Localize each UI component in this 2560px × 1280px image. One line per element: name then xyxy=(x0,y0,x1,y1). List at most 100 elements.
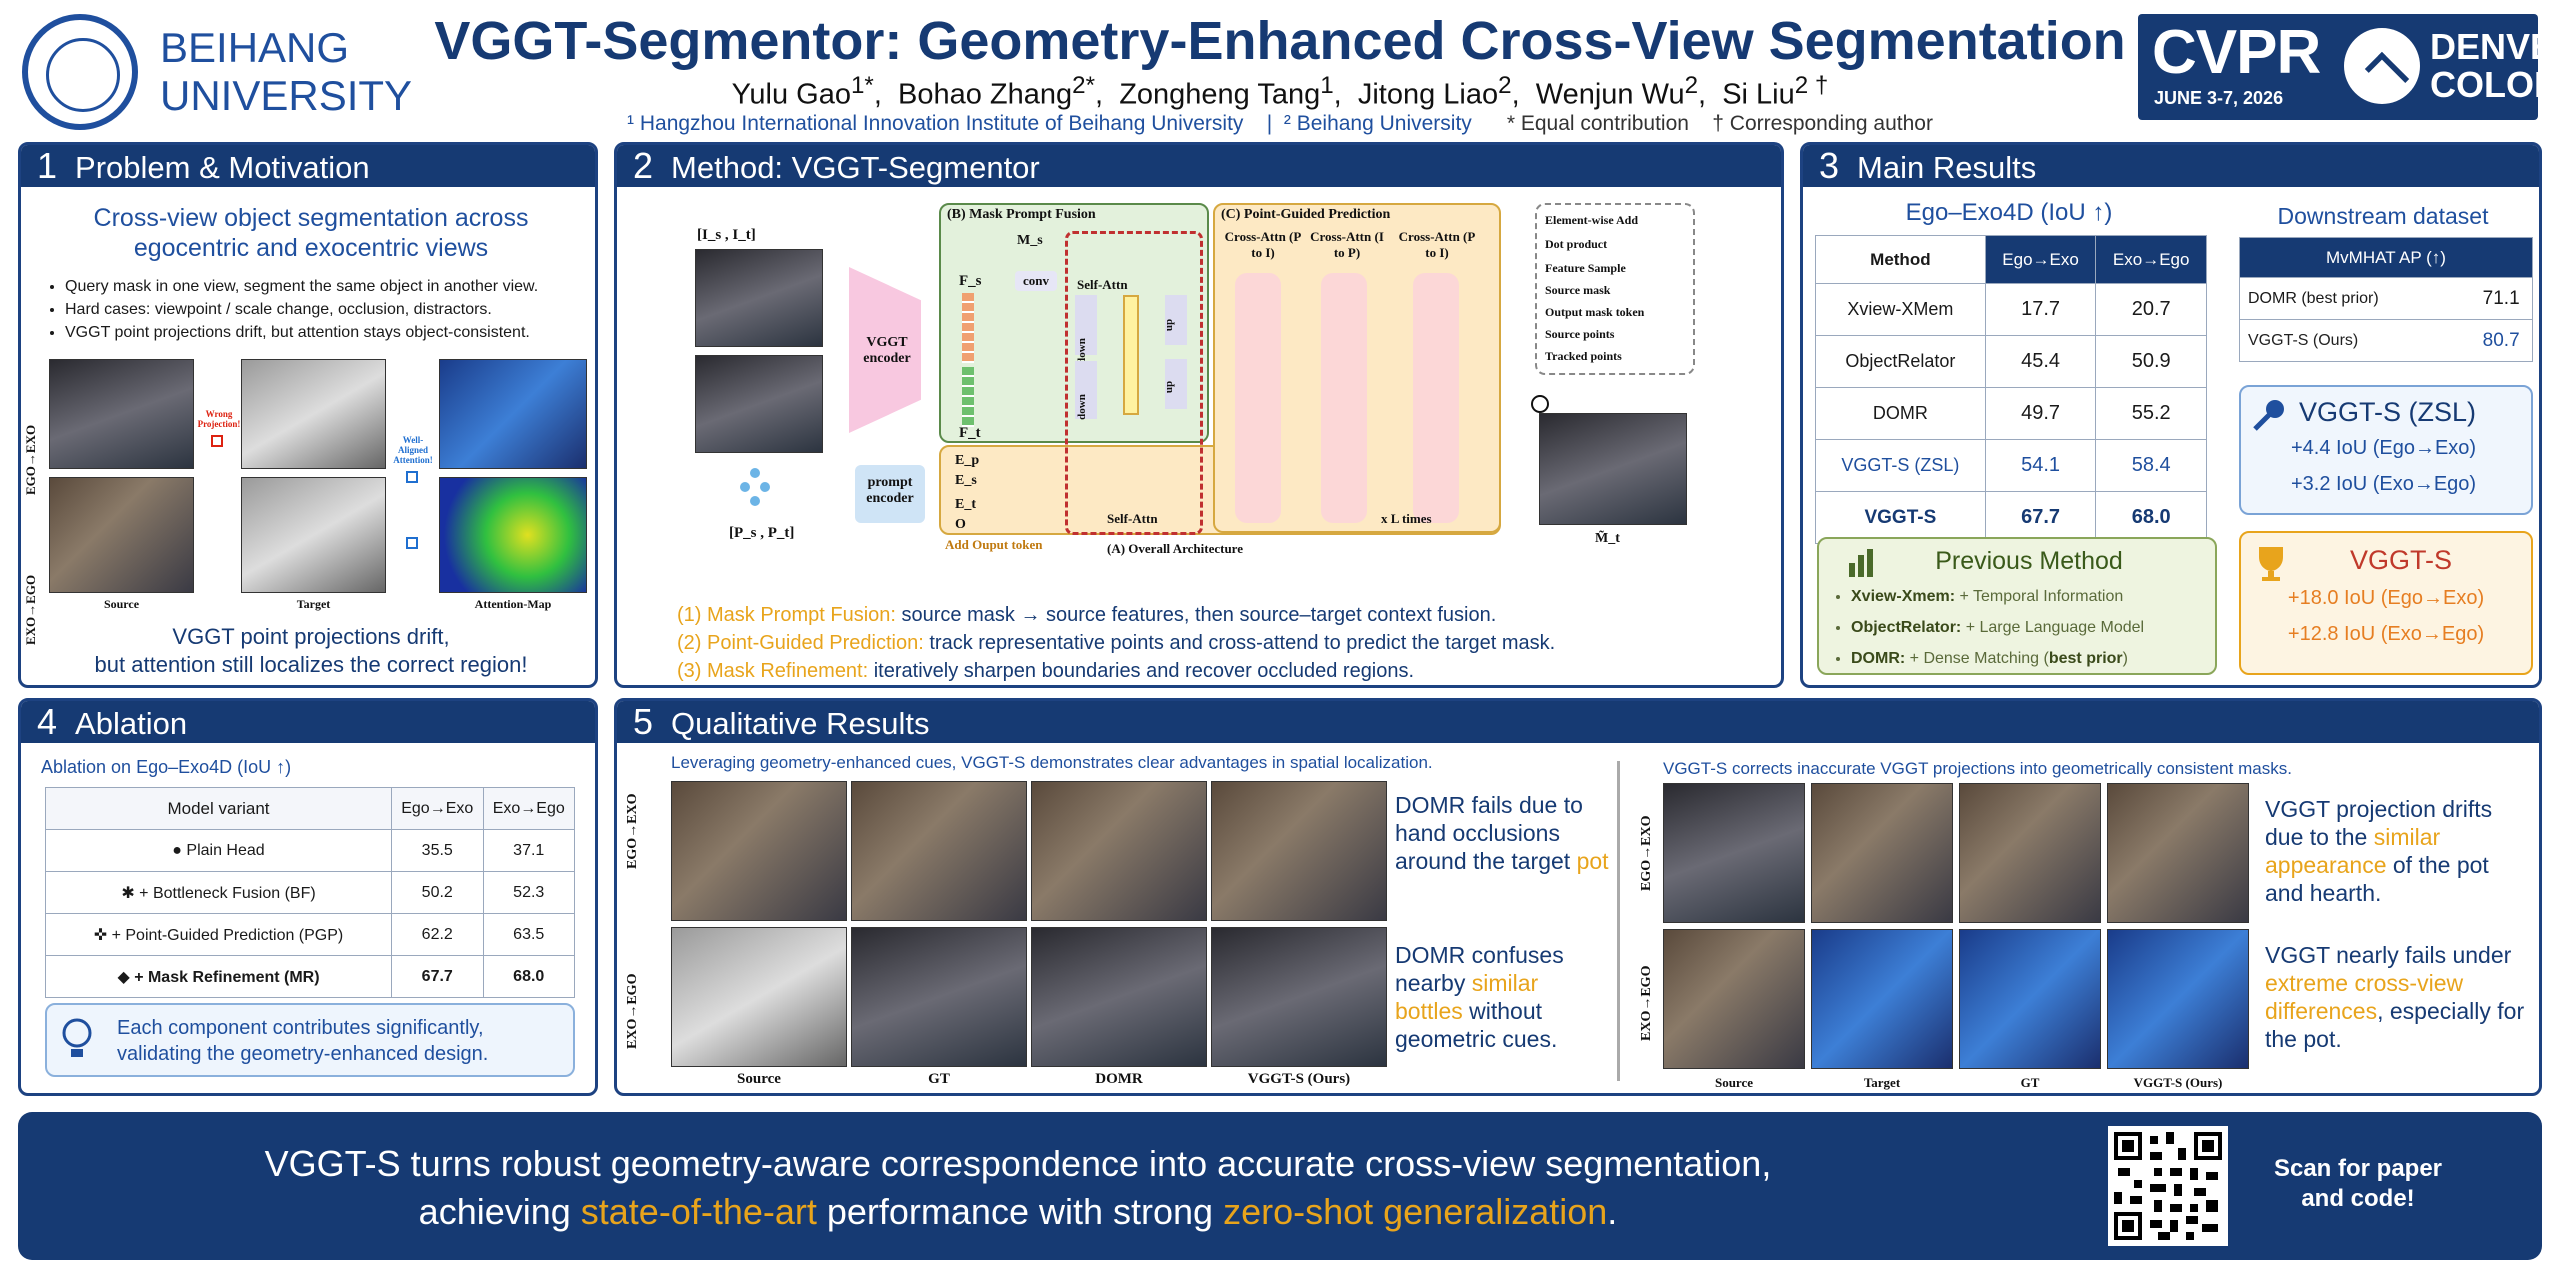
qualitative-image xyxy=(1811,929,1953,1069)
author: Si Liu xyxy=(1722,78,1795,111)
qualitative-image xyxy=(671,927,847,1067)
previous-method-title: Previous Method xyxy=(1935,547,2123,575)
cross-attn-label: Cross-Attn (I to P) xyxy=(1310,229,1384,260)
dot-product-icon xyxy=(1531,395,1549,413)
column-label: GT xyxy=(928,1071,950,1087)
zsl-gain: +4.4 IoU (Ego→Exo) xyxy=(2291,437,2477,459)
legend-item: Feature Sample xyxy=(1545,261,1626,275)
table-header: Ego→Exo xyxy=(391,787,484,830)
conference-name: CVPR xyxy=(2152,18,2321,87)
table-title: Ego–Exo4D (IoU ↑) xyxy=(1905,199,2113,226)
qualitative-image xyxy=(1211,781,1387,921)
check-icon xyxy=(406,471,418,483)
qualitative-image xyxy=(1663,929,1805,1069)
observation-text: VGGT nearly fails under extreme cross-vi… xyxy=(2265,942,2525,1052)
source-image-grid xyxy=(695,249,823,347)
attention-map-image xyxy=(439,359,587,469)
qualitative-image xyxy=(1031,781,1207,921)
prompt-token-label: E_p xyxy=(955,453,980,468)
row-label: EXO→EGO xyxy=(625,973,640,1049)
down-block xyxy=(1075,361,1097,419)
target-image-grid xyxy=(695,355,823,453)
output-image xyxy=(1539,413,1687,525)
column-label: VGGT-S (Ours) xyxy=(2133,1075,2223,1090)
observation-text: DOMR confuses nearby similar bottles wit… xyxy=(1395,942,1564,1052)
list-item: ObjectRelator: + Large Language Model xyxy=(1851,612,2144,643)
down-label: down xyxy=(1075,338,1088,364)
trophy-icon xyxy=(2251,543,2291,583)
conference-badge: CVPR JUNE 3-7, 2026 DENVERCOLORADO xyxy=(2138,14,2560,120)
legend-box: Element-wise Add Dot product Feature Sam… xyxy=(1535,203,1695,375)
column-label: DOMR xyxy=(1095,1071,1143,1087)
affiliation-1: ¹ Hangzhou International Innovation Inst… xyxy=(627,112,1244,135)
table-header: MvMHAT AP (↑) xyxy=(2239,237,2533,278)
legend-item: Output mask token xyxy=(1545,305,1645,319)
affiliations: ¹ Hangzhou International Innovation Inst… xyxy=(0,112,2560,136)
list-item: Xview-Xmem: + Temporal Information xyxy=(1851,581,2144,612)
legend-item: Tracked points xyxy=(1545,349,1622,363)
table-header: Ego→Exo xyxy=(1984,235,2097,284)
cross-attn-column xyxy=(1321,273,1367,523)
fusion-label: (B) Mask Prompt Fusion xyxy=(947,207,1096,222)
target-feature-label: F_t xyxy=(959,425,981,441)
self-attn-label: Self-Attn xyxy=(1077,277,1128,292)
column-label: Target xyxy=(296,597,331,611)
qr-code-icon[interactable] xyxy=(2108,1126,2228,1246)
column-label: Source xyxy=(1714,1075,1754,1090)
affiliation-2: ² Beihang University xyxy=(1283,112,1472,135)
table-row: VGGT-S (Ours)80.7 xyxy=(2239,319,2534,362)
source-image xyxy=(49,477,194,593)
author: Bohao Zhang xyxy=(898,78,1073,111)
column-label: Source xyxy=(737,1071,781,1087)
qualitative-image xyxy=(671,781,847,921)
row-label: EGO→EXO xyxy=(1639,815,1654,891)
vggt-s-gain: +12.8 IoU (Exo→Ego) xyxy=(2287,623,2485,645)
equal-contribution-note: * Equal contribution xyxy=(1506,112,1689,135)
row-label: EXO→EGO xyxy=(1639,965,1654,1041)
footer-message: VGGT-S turns robust geometry-aware corre… xyxy=(264,1143,1772,1232)
zsl-gain: +3.2 IoU (Exo→Ego) xyxy=(2291,473,2477,495)
legend-item: Source mask xyxy=(1545,283,1611,297)
source-feature-label: F_s xyxy=(959,273,982,289)
add-token-label: Add Ouput token xyxy=(945,537,1043,552)
author-list: Yulu Gao1*, Bohao Zhang2*, Zongheng Tang… xyxy=(731,72,1829,111)
dashed-fusion-region xyxy=(1065,231,1203,535)
output-mask-label: M̃_t xyxy=(1595,531,1620,546)
target-feature-bar xyxy=(962,367,974,427)
ablation-note: Each component contributes significantly… xyxy=(117,1017,489,1065)
legend-item: Source points xyxy=(1545,327,1615,341)
cross-attn-column xyxy=(1235,273,1281,523)
self-attn-column xyxy=(1123,295,1139,415)
column-label: Source xyxy=(103,597,140,611)
up-label: up xyxy=(1163,318,1176,332)
prompt-encoder-block xyxy=(855,465,925,523)
method-step: (1) Mask Prompt Fusion: source mask → so… xyxy=(677,604,1497,626)
legend-item: Element-wise Add xyxy=(1545,213,1638,227)
list-item: VGGT point projections drift, but attent… xyxy=(65,321,589,344)
vggt-s-title: VGGT-S xyxy=(2349,545,2452,575)
target-token-label: E_t xyxy=(955,497,976,512)
qualitative-image xyxy=(1811,783,1953,923)
qualitative-image xyxy=(2107,783,2249,923)
conference-city: DENVERCOLORADO xyxy=(2430,26,2560,105)
corresponding-author-note: † Corresponding author xyxy=(1712,112,1933,135)
previous-method-box: Previous Method Xview-Xmem: + Temporal I… xyxy=(1817,537,2217,675)
cross-icon xyxy=(211,435,223,447)
zsl-highlight-box: VGGT-S (ZSL) +4.4 IoU (Ego→Exo) +3.2 IoU… xyxy=(2239,385,2533,515)
qualitative-image xyxy=(1663,783,1805,923)
mountain-logo-icon xyxy=(2344,28,2420,104)
scan-prompt: Scan for paper and code! xyxy=(2273,1155,2443,1212)
up-label: up xyxy=(1163,380,1176,394)
table-row: DOMR (best prior)71.1 xyxy=(2239,277,2534,320)
method-steps: (1) Mask Prompt Fusion: source mask → so… xyxy=(677,601,1777,685)
